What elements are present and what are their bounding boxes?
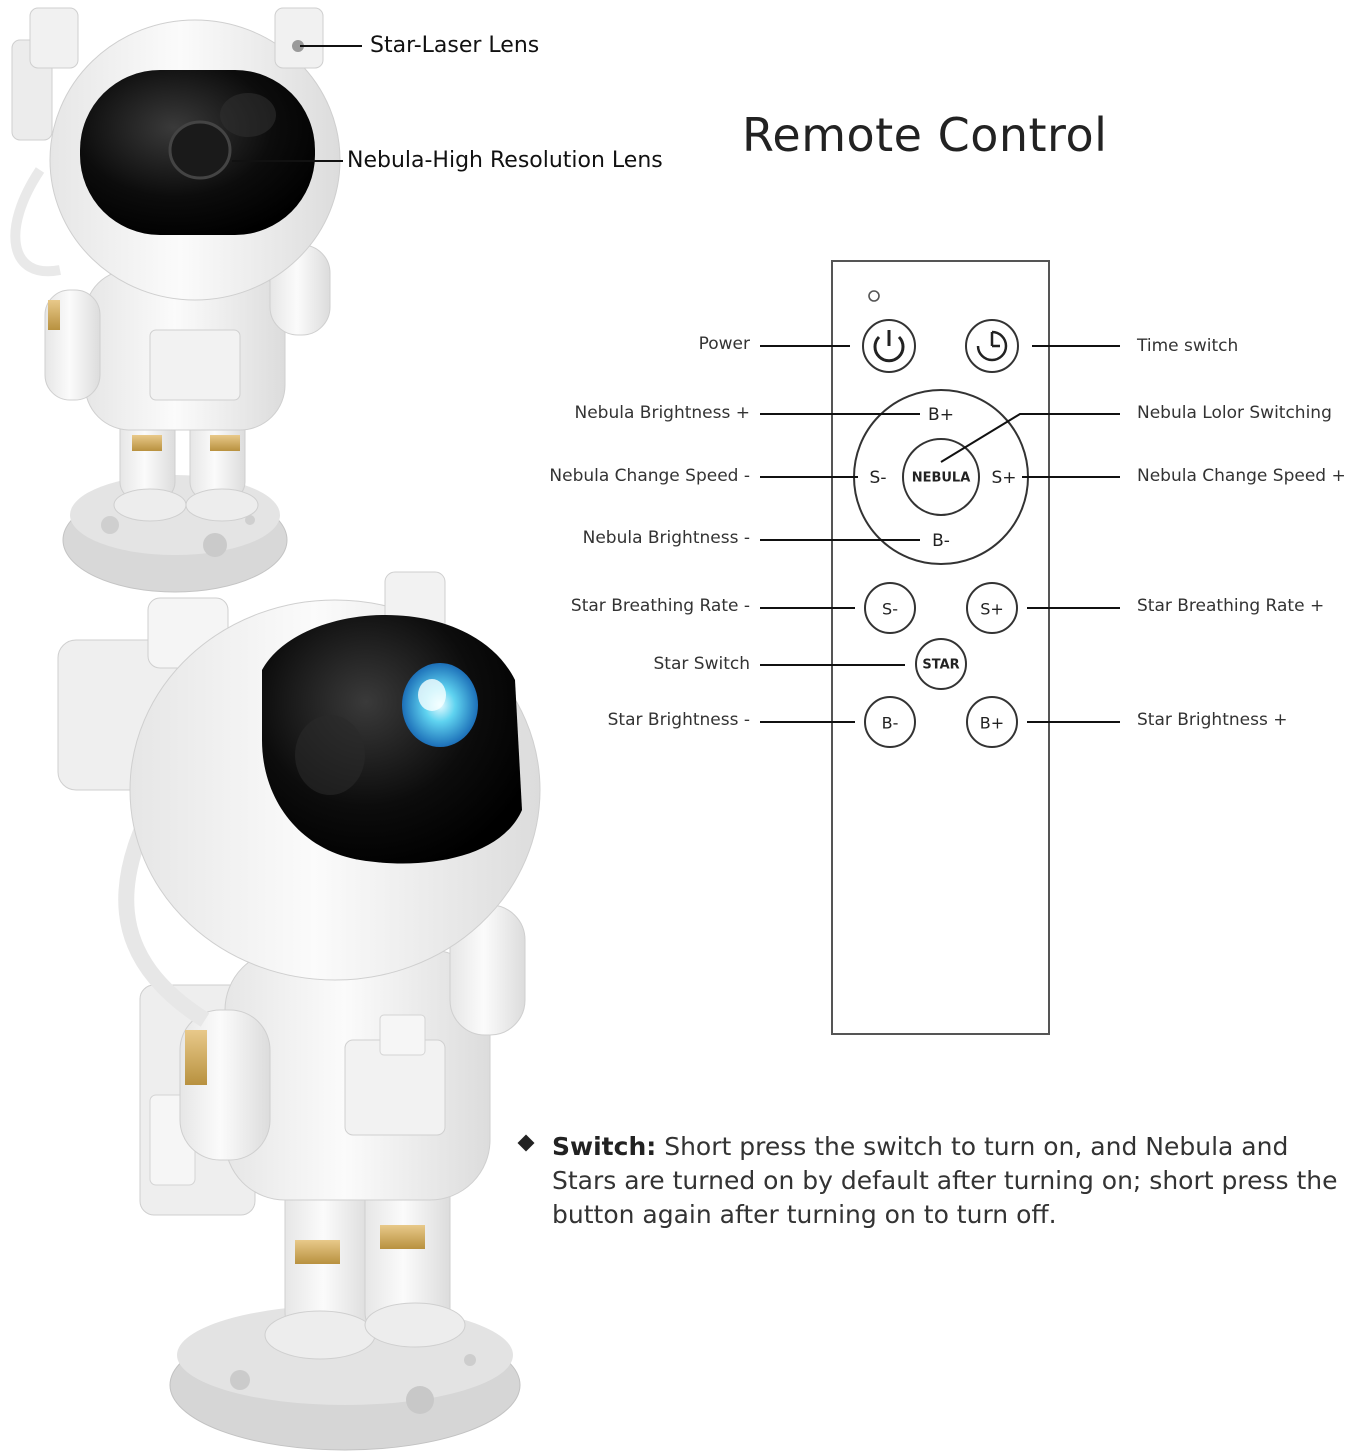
- time-switch-label: Time switch: [1137, 336, 1239, 356]
- star-brightness-minus-label: Star Brightness -: [607, 710, 750, 730]
- star-s-plus-text[interactable]: S+: [980, 599, 1004, 619]
- star-b-plus-text[interactable]: B+: [979, 713, 1005, 733]
- switch-note-content: Switch: Short press the switch to turn o…: [552, 1130, 1340, 1232]
- nebula-b-minus-text[interactable]: B-: [932, 531, 950, 551]
- nebula-s-minus-text[interactable]: S-: [869, 468, 887, 488]
- remote-control: [831, 260, 1050, 1035]
- star-button-text[interactable]: STAR: [922, 657, 960, 673]
- left-leader-lines: [760, 345, 920, 723]
- star-brightness-minus-button[interactable]: [864, 696, 916, 748]
- nebula-button-text[interactable]: NEBULA: [911, 470, 971, 486]
- star-breathing-minus-label: Star Breathing Rate -: [570, 596, 750, 616]
- star-breathing-minus-button[interactable]: [864, 582, 916, 634]
- power-label: Power: [698, 334, 750, 354]
- right-leader-lines: [940, 345, 1120, 723]
- timer-icon: [976, 330, 1008, 362]
- star-brightness-plus-label: Star Brightness +: [1137, 710, 1288, 730]
- star-switch-button[interactable]: [915, 638, 967, 690]
- star-switch-label: Star Switch: [653, 654, 750, 674]
- switch-note-heading: Switch:: [552, 1132, 657, 1161]
- time-switch-button[interactable]: [965, 319, 1019, 373]
- star-brightness-plus-button[interactable]: [966, 696, 1018, 748]
- nebula-brightness-plus-label: Nebula Brightness +: [574, 403, 751, 423]
- star-breathing-plus-button[interactable]: [966, 582, 1018, 634]
- star-breathing-plus-label: Star Breathing Rate +: [1137, 596, 1325, 616]
- bullet-diamond-icon: [517, 1134, 535, 1152]
- nebula-s-plus-text[interactable]: S+: [991, 468, 1017, 488]
- star-s-minus-text[interactable]: S-: [882, 599, 898, 619]
- nebula-change-speed-plus-label: Nebula Change Speed +: [1137, 466, 1346, 486]
- indicator-led: [868, 290, 880, 302]
- remote-control-title: Remote Control: [742, 108, 1108, 162]
- nebula-lens-label: Nebula-High Resolution Lens: [347, 148, 663, 173]
- power-icon: [873, 335, 905, 363]
- switch-note: Switch: Short press the switch to turn o…: [517, 1130, 1340, 1232]
- star-laser-lens-label: Star-Laser Lens: [370, 33, 540, 58]
- astronaut-large: [57, 571, 541, 1451]
- power-button[interactable]: [862, 319, 916, 373]
- astronaut-small: [10, 7, 341, 593]
- nebula-brightness-minus-label: Nebula Brightness -: [582, 528, 750, 548]
- star-b-minus-text[interactable]: B-: [881, 713, 899, 733]
- nebula-color-switching-label: Nebula Lolor Switching: [1137, 403, 1332, 423]
- nebula-button[interactable]: [902, 438, 980, 516]
- nebula-change-speed-minus-label: Nebula Change Speed -: [549, 466, 750, 486]
- switch-note-text: Short press the switch to turn on, and N…: [552, 1132, 1338, 1229]
- nebula-b-plus-text[interactable]: B+: [928, 405, 954, 425]
